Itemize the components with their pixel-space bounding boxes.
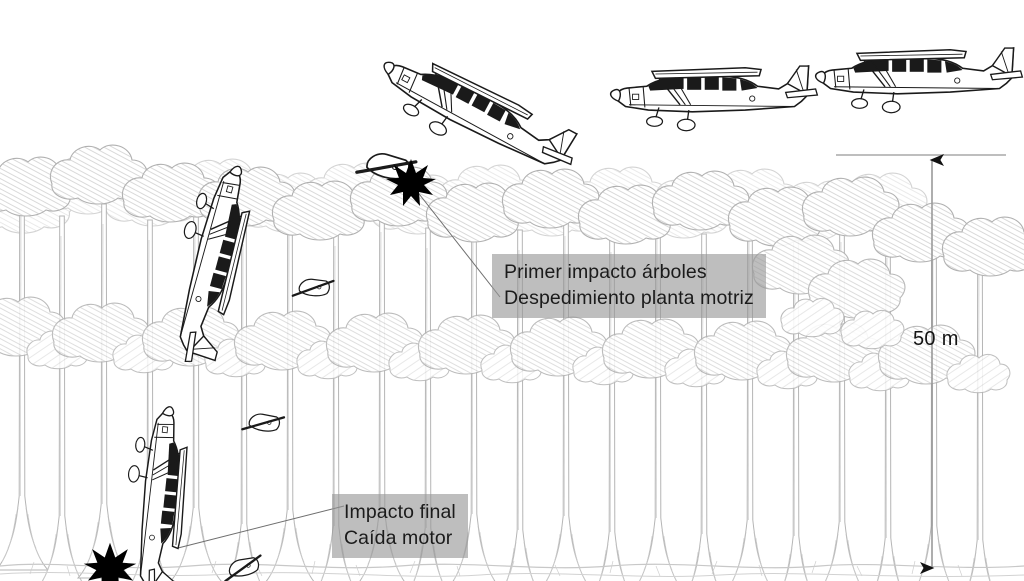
scale-label: 50 m	[913, 328, 959, 350]
annotation-first-impact: Primer impacto árboles Despedimiento pla…	[492, 254, 766, 318]
annotation-final-impact-line1: Impacto final	[344, 501, 456, 523]
annotation-first-impact-line2: Despedimiento planta motriz	[504, 287, 754, 309]
annotation-final-impact: Impacto final Caída motor	[332, 494, 468, 558]
leader-line-final-impact	[177, 505, 345, 549]
leader-line-first-impact	[415, 189, 501, 298]
annotation-final-impact-line2: Caída motor	[344, 527, 453, 549]
annotation-first-impact-line1: Primer impacto árboles	[504, 261, 707, 283]
